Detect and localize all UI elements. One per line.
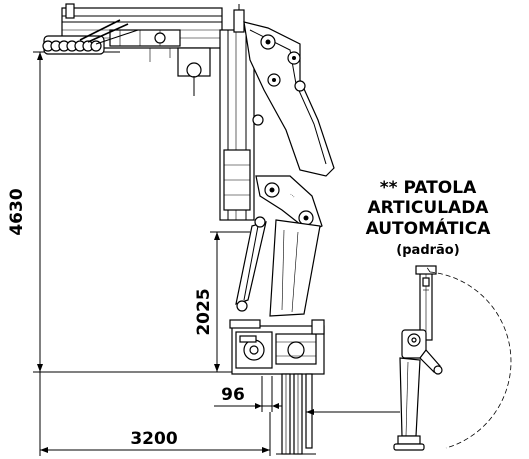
note-line-1: ** PATOLA — [380, 178, 477, 198]
dimension-width: 3200 — [39, 372, 271, 456]
dimension-label-4630: 4630 — [7, 188, 27, 235]
arm-marking: ... — [289, 190, 298, 199]
articulated-outrigger — [393, 265, 512, 451]
crane-extension-boom — [61, 3, 223, 96]
dimension-label-3200: 3200 — [130, 429, 177, 449]
dimension-label-2025: 2025 — [194, 288, 214, 335]
crane-base — [229, 319, 325, 375]
crane-column — [219, 4, 255, 221]
note-line-2: ARTICULADA — [368, 198, 490, 218]
crane-main-arm: ... — [235, 21, 335, 317]
dimension-total-height: 4630 — [7, 51, 120, 373]
dimension-base-height: 2025 — [60, 231, 250, 373]
outrigger-note: ** PATOLA ARTICULADA AUTOMÁTICA (padrão) — [366, 178, 492, 258]
hose-reel-bundle — [42, 19, 139, 55]
note-line-4: (padrão) — [396, 243, 459, 258]
dimension-label-96: 96 — [221, 385, 245, 405]
stabilizer-legs — [276, 373, 400, 455]
note-line-3: AUTOMÁTICA — [366, 217, 492, 239]
dimension-offset: 96 — [214, 376, 288, 412]
